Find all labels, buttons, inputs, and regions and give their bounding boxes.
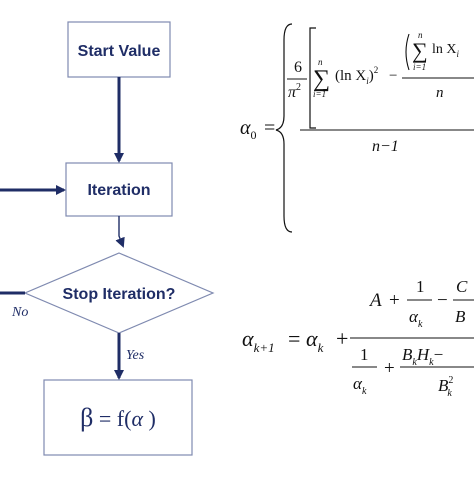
alphak-den-H-sub: k	[429, 357, 434, 368]
alphak-lhs: αk+1	[242, 326, 275, 355]
node-stop-decision: Stop Iteration?	[23, 252, 215, 334]
alpha0-coef-num: 6	[294, 59, 302, 76]
node-stop-label: Stop Iteration?	[63, 286, 176, 303]
alphak-alpha-sub: k	[318, 340, 324, 355]
alphak-num-B: B	[455, 307, 466, 326]
alpha0-den: n−1	[372, 138, 399, 155]
alphak-den-B2-sup: 2	[448, 375, 453, 386]
alpha0-equals: =	[264, 117, 275, 139]
alphak-den-plus: +	[384, 358, 395, 379]
node-iteration-label: Iteration	[87, 182, 150, 199]
node-iteration: Iteration	[65, 162, 173, 217]
alpha0-sum2-sigma: ∑	[412, 38, 428, 63]
alphak-equals: =	[288, 326, 300, 351]
alpha0-sum1-sigma: ∑	[313, 66, 330, 92]
node-result-box	[43, 379, 193, 456]
alphak-frac-alpha: αk	[409, 307, 423, 330]
alpha0-sum1-bot: i=1	[313, 89, 326, 99]
edge-iteration-to-stop	[115, 216, 125, 248]
alpha0-sum2-top: n	[418, 30, 423, 40]
alpha0-term1-sub: i	[366, 76, 369, 86]
result-eq: = f(	[93, 406, 131, 431]
node-start-box	[67, 21, 171, 78]
alphak-den-H: H	[416, 345, 431, 364]
alphak-den-one: 1	[360, 345, 369, 364]
formula-alphak: αk+1 = αk + A + 1 αk − C B 1 αk + BkHk− …	[242, 277, 474, 399]
alpha0-term1: (ln Xi)2	[335, 65, 378, 86]
alpha0-lhs-sub: 0	[251, 128, 257, 142]
alpha0-inner-ln: ln Xi	[432, 42, 460, 59]
alpha0-lhs: α0	[240, 117, 257, 142]
result-alpha: α	[131, 406, 143, 431]
alphak-den-alpha: αk	[353, 374, 367, 397]
alphak-den-alpha-sub: k	[362, 386, 367, 397]
alphak-num-A: A	[368, 290, 382, 311]
node-start: Start Value	[67, 21, 171, 78]
alphak-plus: +	[336, 326, 348, 351]
alpha0-left-brace	[275, 23, 293, 233]
result-beta: β	[80, 403, 93, 432]
alpha0-term1-sup: 2	[374, 65, 379, 75]
alpha0-bracket	[309, 27, 316, 129]
alphak-num-C: C	[456, 277, 468, 296]
formula-alpha0: α0 = 6 π2 n ∑ i=1 (ln Xi)2 − n ∑ i=1 ln …	[240, 23, 474, 233]
alphak-num-minus: −	[437, 290, 448, 311]
alpha0-coef-den: π2	[288, 82, 301, 101]
alphak-den-B2-sub: k	[447, 388, 452, 399]
alphak-frac-alpha-sub: k	[418, 319, 423, 330]
node-start-label: Start Value	[78, 43, 161, 60]
node-result-formula: β = f(α )	[80, 403, 156, 432]
edge-no-label: No	[11, 305, 28, 320]
alpha0-term1-close: )	[369, 68, 374, 84]
alpha0-sum2-bot: i=1	[413, 62, 426, 72]
alphak-alpha: αk	[306, 326, 324, 355]
alphak-den-BH: BkHk−	[402, 345, 443, 368]
node-result: β = f(α )	[43, 379, 193, 456]
alpha0-coef-den-sup: 2	[296, 82, 301, 93]
alphak-num-plus: +	[389, 290, 400, 311]
alpha0-inner-paren-left	[405, 33, 410, 71]
alpha0-sum1-top: n	[318, 57, 323, 67]
alphak-frac-one: 1	[416, 277, 425, 296]
alpha0-inner-den: n	[436, 85, 444, 101]
alphak-den-minus: −	[434, 345, 444, 364]
alphak-lhs-sub: k+1	[254, 340, 275, 355]
result-close: )	[143, 406, 156, 431]
edge-yes-label: Yes	[126, 348, 145, 363]
alpha0-inner-sub: i	[457, 49, 460, 59]
alpha0-minus: −	[389, 68, 397, 84]
alphak-den-BH-sub: k	[412, 357, 417, 368]
node-iteration-box	[65, 162, 173, 217]
